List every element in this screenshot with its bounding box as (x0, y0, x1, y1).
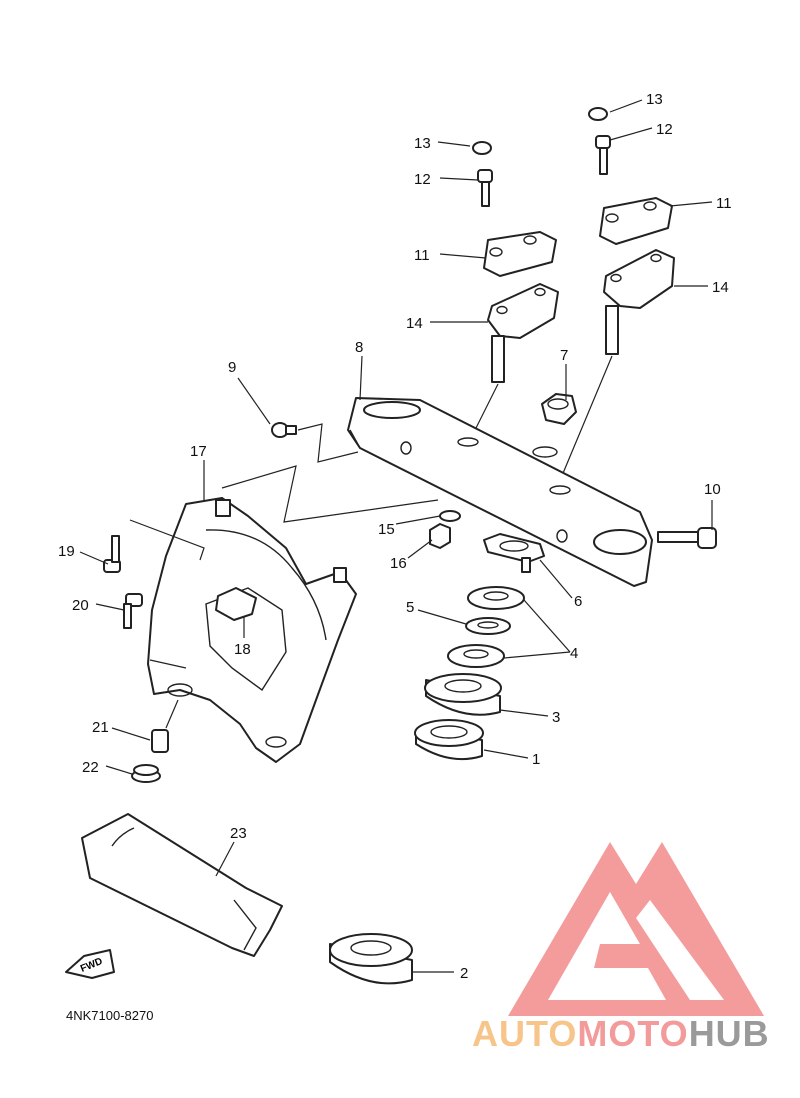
callout-17: 17 (190, 443, 207, 460)
part-14-riser-left (487, 283, 559, 383)
callout-10: 10 (704, 481, 721, 498)
callout-12-left: 12 (414, 171, 431, 188)
callout-13-right: 13 (646, 91, 663, 108)
part-4-ring-nut-upper (467, 586, 525, 610)
callout-3: 3 (552, 709, 560, 726)
callout-6: 6 (574, 593, 582, 610)
part-13-cap-right (588, 107, 608, 121)
part-1-bearing-race (414, 719, 484, 761)
callout-5: 5 (406, 599, 414, 616)
part-4-ring-nut-lower (447, 644, 505, 668)
callout-2: 2 (460, 965, 468, 982)
part-19-bolt (103, 535, 121, 573)
part-17-headlight-cover (147, 497, 357, 763)
callout-14-right: 14 (712, 279, 729, 296)
callout-16: 16 (390, 555, 407, 572)
watermark-moto: MOTO (577, 1013, 688, 1054)
callout-20: 20 (72, 597, 89, 614)
part-20-bolt (123, 593, 143, 629)
callout-8: 8 (355, 339, 363, 356)
callout-18: 18 (234, 641, 251, 658)
part-12-bolt-left (477, 169, 493, 207)
part-16-nut (429, 523, 451, 549)
callout-1: 1 (532, 751, 540, 768)
callout-12-right: 12 (656, 121, 673, 138)
callout-22: 22 (82, 759, 99, 776)
callout-21: 21 (92, 719, 109, 736)
watermark-text: AUTOMOTOHUB (472, 1013, 770, 1054)
watermark-logo (508, 842, 764, 1016)
callout-4: 4 (570, 645, 578, 662)
callout-leaders (79, 99, 713, 973)
callout-19: 19 (58, 543, 75, 560)
callout-11-left: 11 (414, 247, 430, 264)
part-8-upper-bracket (347, 397, 653, 587)
part-15-washer (439, 510, 461, 522)
callout-23: 23 (230, 825, 247, 842)
fwd-arrow-icon: FWD (65, 949, 115, 979)
part-14-riser-right (603, 249, 675, 355)
watermark-hub: HUB (689, 1013, 770, 1054)
part-23-cover (81, 813, 283, 957)
callout-15: 15 (378, 521, 395, 538)
part-11-clamp-left (483, 231, 557, 277)
part-code: 4NK7100-8270 (66, 1008, 153, 1023)
part-10-bolt (657, 527, 717, 549)
part-9-screw (271, 422, 297, 438)
part-12-bolt-right (595, 135, 611, 175)
part-2-lower-bearing (329, 933, 413, 985)
part-7-nut (541, 393, 577, 425)
part-22-grommet (131, 764, 161, 783)
part-21-collar (151, 729, 169, 753)
part-3-bearing (424, 673, 502, 716)
part-5-washer (465, 617, 511, 635)
callout-11-right: 11 (716, 195, 732, 212)
callout-14-left: 14 (406, 315, 423, 332)
part-18-stay (215, 587, 257, 621)
watermark-auto: AUTO (472, 1013, 577, 1054)
part-13-cap-left (472, 141, 492, 155)
callout-7: 7 (560, 347, 568, 364)
part-6-washer-lock (483, 533, 545, 573)
part-11-clamp-right (599, 197, 673, 245)
callout-13-left: 13 (414, 135, 431, 152)
watermark-triangle-icon (508, 842, 764, 1016)
callout-9: 9 (228, 359, 236, 376)
callout-numbers: 13 12 11 14 13 12 11 14 8 7 9 10 17 15 1… (58, 91, 732, 982)
